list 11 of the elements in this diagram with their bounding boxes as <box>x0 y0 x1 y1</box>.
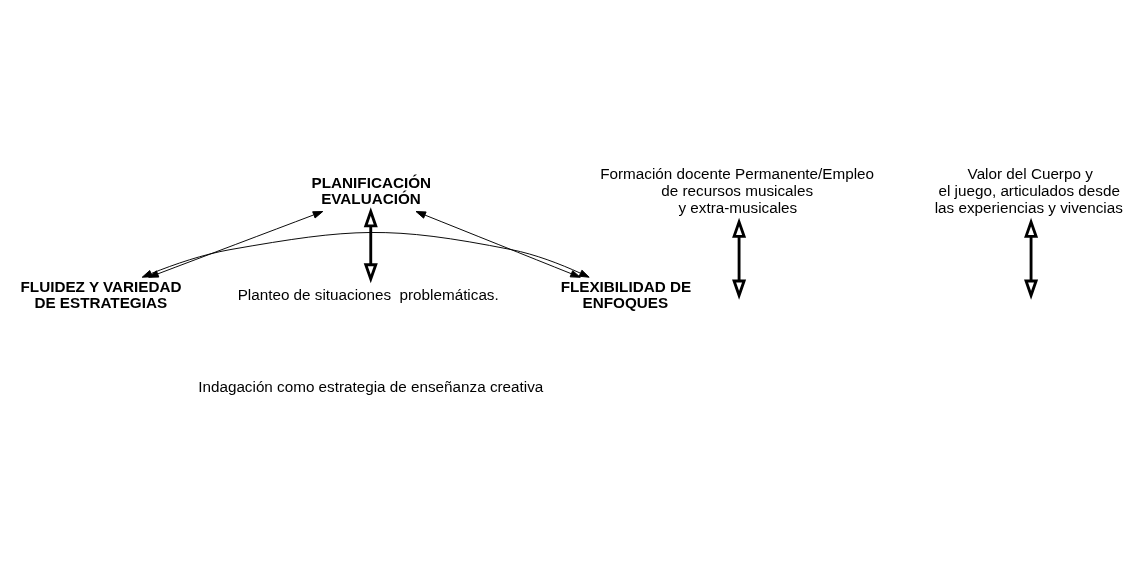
node-text: Valor del Cuerpo y el juego, articulados desde las experiencias y vivencias <box>934 164 1123 217</box>
node-text: PLANIFICACIÓN EVALUACIÓN <box>311 174 432 207</box>
label: Indagación como estrategia de enseñanza creativa <box>198 377 544 395</box>
node-text: Planteo de situaciones problemáticas. <box>237 286 499 304</box>
arrow <box>732 217 747 300</box>
node-text: Formación docente Permanente/Empleo de recursos musicales y extra-musicales <box>600 164 875 217</box>
arrow <box>1024 217 1039 300</box>
node-text: FLEXIBILIDAD DE ENFOQUES <box>560 278 692 311</box>
node-text: FLUIDEZ Y VARIEDAD DE ESTRATEGIAS <box>20 278 182 311</box>
arrow <box>415 211 581 278</box>
arrow <box>363 207 378 284</box>
